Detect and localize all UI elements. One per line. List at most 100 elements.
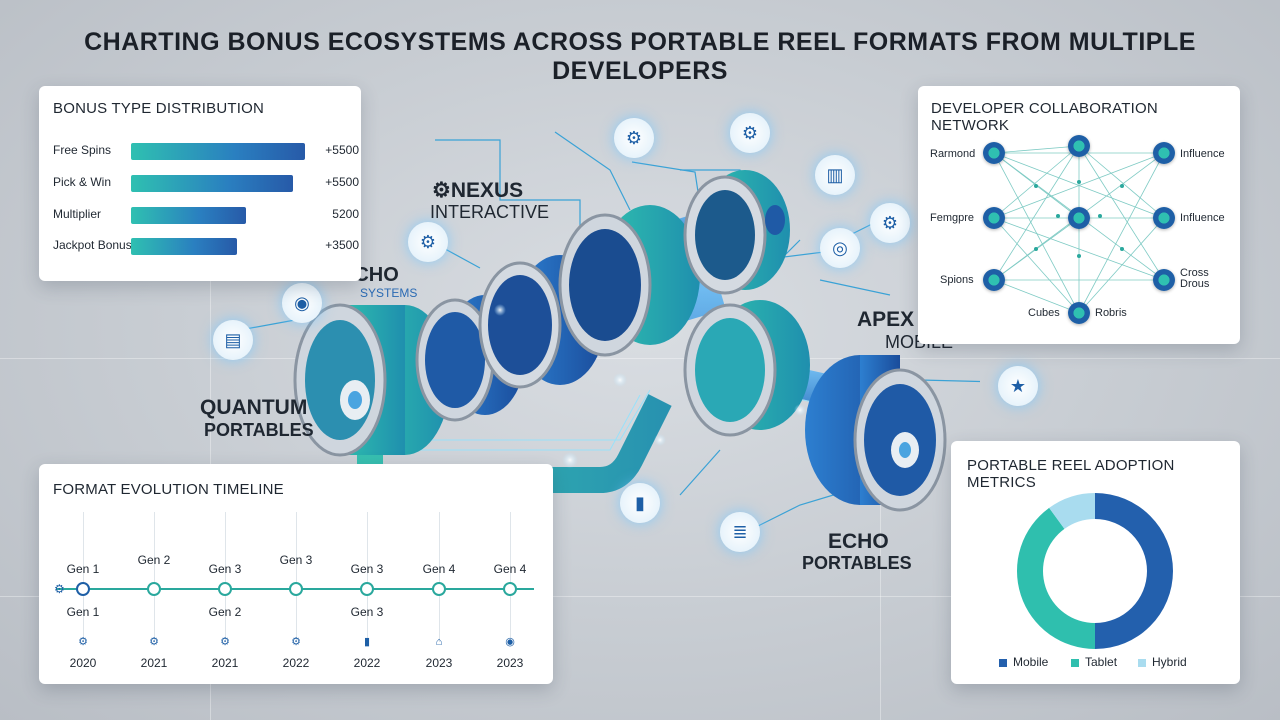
network-node bbox=[1153, 142, 1175, 164]
donut-slice-mobile bbox=[1095, 493, 1173, 649]
legend-label: Tablet bbox=[1085, 655, 1118, 669]
brand-nexus-sub: INTERACTIVE bbox=[430, 202, 550, 222]
timeline-icon: ◉ bbox=[505, 636, 515, 648]
timeline-year: 2020 bbox=[69, 656, 97, 670]
gear-icon: ⚙ bbox=[730, 113, 770, 153]
timeline-guide bbox=[296, 512, 297, 642]
timeline-node bbox=[147, 582, 161, 596]
gear-icon: ⚙ bbox=[614, 118, 654, 158]
bonus-bar-label: Multiplier bbox=[53, 207, 102, 221]
timeline-year: 2021 bbox=[140, 656, 168, 670]
timeline-gen-label: Gen 3 bbox=[350, 562, 384, 576]
network-node bbox=[1153, 269, 1175, 291]
timeline-guide bbox=[225, 512, 226, 642]
timeline-icon: ⚙ bbox=[291, 636, 301, 648]
legend-item-tablet: Tablet bbox=[1071, 655, 1117, 669]
grid-line bbox=[0, 596, 1280, 597]
brand-nexus-name: NEXUS bbox=[450, 179, 524, 202]
legend-item-mobile: Mobile bbox=[999, 655, 1048, 669]
timeline-icon: ⌂ bbox=[435, 636, 443, 648]
timeline-gen-lower-label: Gen 3 bbox=[350, 605, 384, 619]
network-label: Influence bbox=[1180, 212, 1225, 224]
brand-echo-portables-sub: PORTABLES bbox=[802, 553, 912, 573]
timeline-icon: ⚙ bbox=[149, 636, 159, 648]
network-panel-title: DEVELOPER COLLABORATION NETWORK bbox=[931, 100, 1158, 134]
timeline-icon: ▮ bbox=[363, 636, 371, 648]
grid-line bbox=[0, 358, 1280, 359]
bonus-bar bbox=[131, 238, 238, 255]
brand-apex-name: APEX bbox=[857, 308, 915, 331]
timeline-gen-label: Gen 4 bbox=[493, 562, 527, 576]
reel-machine-illustration bbox=[239, 131, 980, 531]
bonus-bar-value: 5200 bbox=[332, 207, 359, 221]
adoption-donut-chart bbox=[1017, 493, 1173, 649]
brand-echo-systems-sub: SYSTEMS bbox=[360, 286, 418, 300]
coins-icon: ◎ bbox=[820, 228, 860, 268]
legend-swatch bbox=[999, 658, 1007, 667]
chart-icon: ▤ bbox=[213, 320, 253, 360]
timeline-gen-label: Gen 4 bbox=[422, 562, 456, 576]
adoption-panel-title: PORTABLE REEL ADOPTION METRICS bbox=[967, 457, 1175, 491]
network-node bbox=[1153, 207, 1175, 229]
adoption-panel: PORTABLE REEL ADOPTION METRICS Mobile Ta… bbox=[951, 441, 1240, 684]
timeline-node bbox=[218, 582, 232, 596]
brand-apex: APEX · bbox=[857, 308, 923, 332]
timeline-gen-label: Gen 1 bbox=[66, 562, 100, 576]
timeline-panel-title: FORMAT EVOLUTION TIMELINE bbox=[53, 481, 284, 498]
legend-swatch bbox=[1138, 658, 1146, 667]
timeline-year: 2022 bbox=[282, 656, 310, 670]
network-label: Rarmond bbox=[930, 148, 976, 160]
network-node bbox=[983, 142, 1005, 164]
network-label: Influence bbox=[1180, 148, 1225, 160]
gear-icon: ⚙ bbox=[408, 222, 448, 262]
legend-label: Mobile bbox=[1013, 655, 1049, 669]
brand-quantum-sub: PORTABLES bbox=[204, 420, 314, 440]
timeline-start-icon: ⚙ bbox=[54, 582, 65, 596]
timeline-gen-label: Gen 3 bbox=[208, 562, 242, 576]
timeline-guide bbox=[510, 512, 511, 642]
bonus-bar bbox=[131, 175, 293, 192]
brand-nexus: ⚙NEXUS bbox=[432, 179, 524, 202]
timeline-node bbox=[289, 582, 303, 596]
stack-icon: ≣ bbox=[720, 512, 760, 552]
network-label: Cubes bbox=[1028, 307, 1060, 319]
bonus-distribution-panel: BONUS TYPE DISTRIBUTION Free Spins +5500… bbox=[39, 86, 361, 281]
timeline-year: 2021 bbox=[211, 656, 239, 670]
timeline-guide bbox=[367, 512, 368, 642]
timeline-node bbox=[360, 582, 374, 596]
bonus-bar-label: Jackpot Bonus bbox=[53, 238, 132, 252]
network-node bbox=[1068, 135, 1090, 157]
gear-icon: ⚙ bbox=[870, 203, 910, 243]
timeline-guide bbox=[439, 512, 440, 642]
bonus-bar-row: Pick & Win +5500 bbox=[39, 173, 359, 193]
network-panel: DEVELOPER COLLABORATION NETWORK Rarmond … bbox=[918, 86, 1240, 344]
gauge-icon: ◉ bbox=[282, 283, 322, 323]
bonus-bar-label: Free Spins bbox=[53, 143, 112, 157]
bonus-bar-label: Pick & Win bbox=[53, 175, 112, 189]
brand-echo-portables: ECHO bbox=[828, 530, 889, 553]
bonus-bar-row: Jackpot Bonus +3500 bbox=[39, 236, 359, 256]
timeline-gen-label: Gen 3 bbox=[279, 553, 313, 567]
network-label: Robris bbox=[1095, 307, 1127, 319]
network-node bbox=[1068, 302, 1090, 324]
bonus-bar bbox=[131, 207, 246, 224]
network-node bbox=[1068, 207, 1090, 229]
brand-quantum: QUANTUM bbox=[200, 396, 308, 419]
bonus-bar-value: +5500 bbox=[325, 175, 359, 189]
timeline-node bbox=[503, 582, 517, 596]
network-label: Femgpre bbox=[930, 212, 975, 224]
bonus-bar-value: +5500 bbox=[325, 143, 359, 157]
page-title: CHARTING BONUS ECOSYSTEMS ACROSS PORTABL… bbox=[84, 28, 1196, 85]
timeline-year: 2022 bbox=[353, 656, 381, 670]
timeline-gen-label: Gen 2 bbox=[137, 553, 171, 567]
timeline-node bbox=[76, 582, 90, 596]
timeline-year: 2023 bbox=[425, 656, 453, 670]
timeline-year: 2023 bbox=[496, 656, 524, 670]
network-node bbox=[983, 207, 1005, 229]
equalizer-icon: ▮ bbox=[620, 483, 660, 523]
timeline-node bbox=[432, 582, 446, 596]
timeline-icon: ⚙ bbox=[220, 636, 230, 648]
timeline-icon: ⚙ bbox=[78, 636, 88, 648]
timeline-guide bbox=[154, 512, 155, 642]
timeline-gen-lower-label: Gen 1 bbox=[66, 605, 100, 619]
